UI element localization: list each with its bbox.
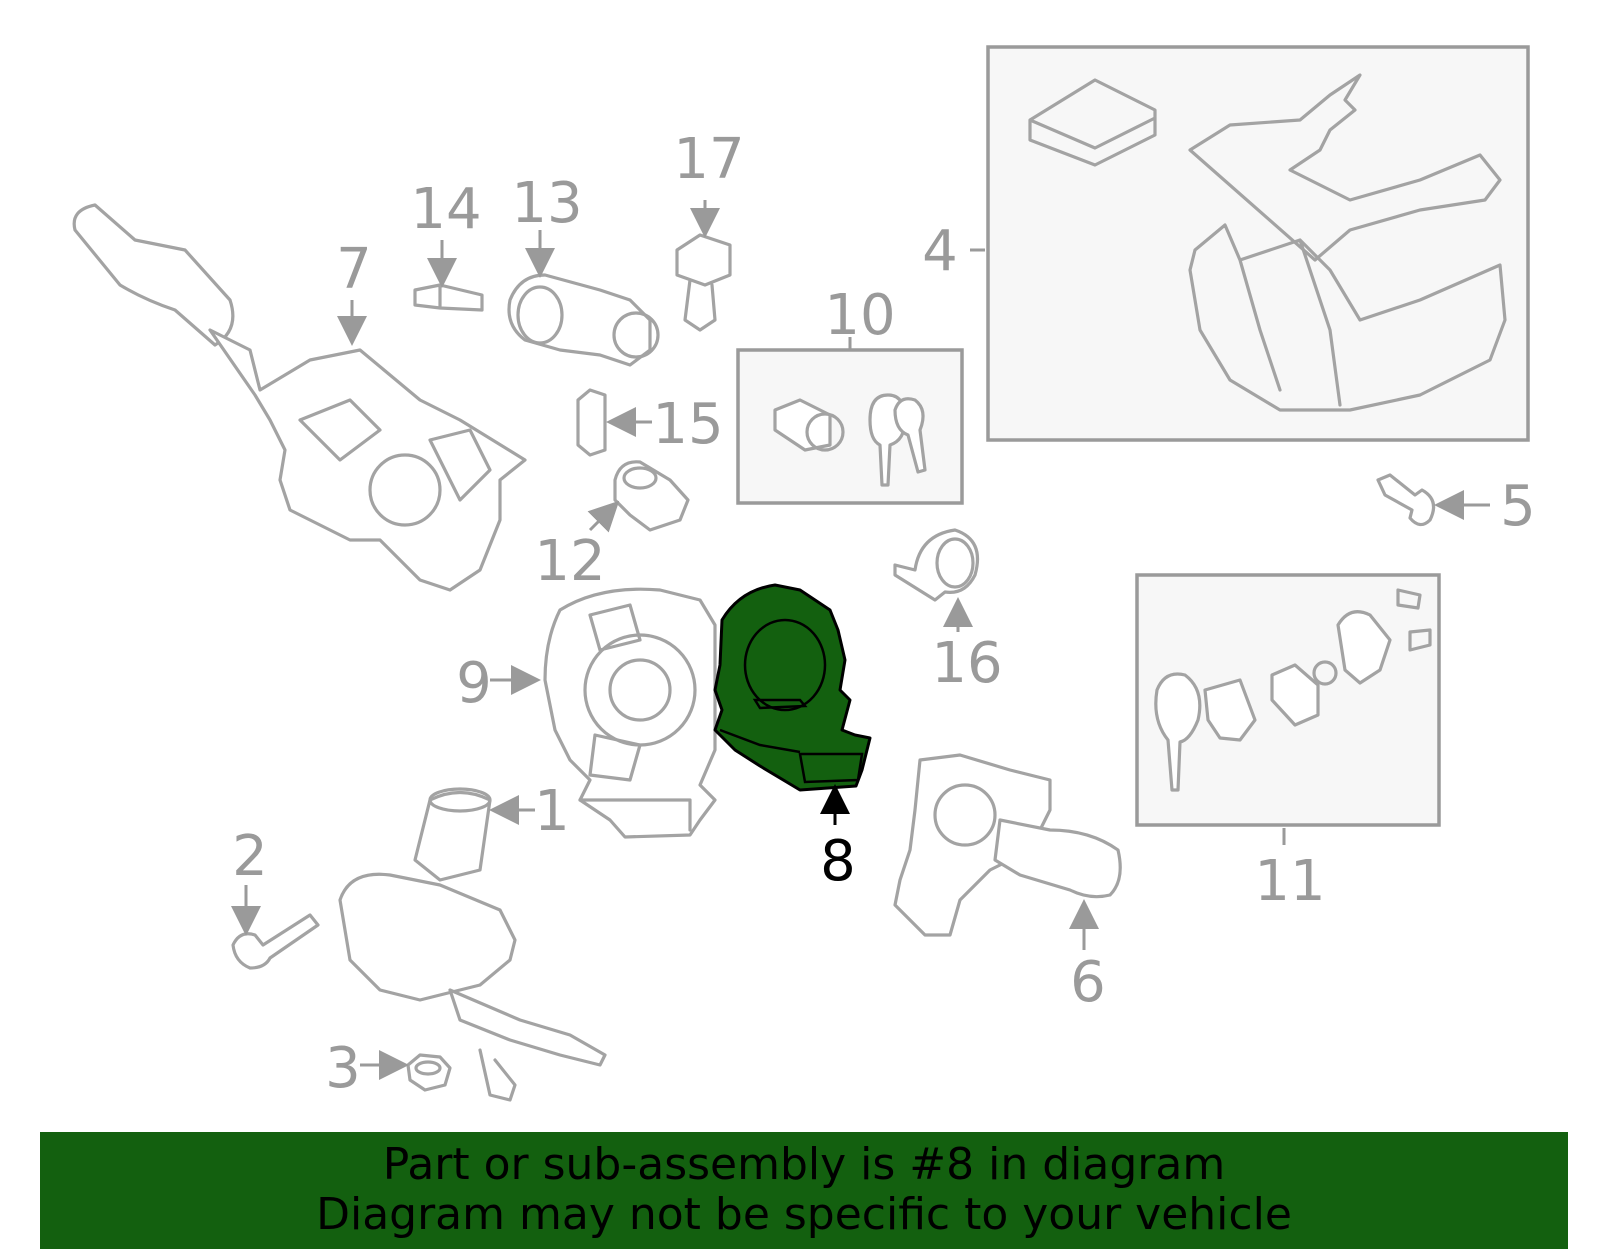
- part-11-group: 11: [1135, 573, 1441, 914]
- callout-12: 12: [534, 529, 605, 594]
- part-5-group: 5: [1376, 473, 1536, 539]
- callout-2: 2: [232, 824, 268, 889]
- part-12-sensor: [613, 460, 690, 532]
- callout-3: 3: [325, 1036, 361, 1101]
- part-10-key-2: [893, 397, 927, 474]
- part-5-screw: [1376, 473, 1436, 527]
- info-banner: Part or sub-assembly is #8 in diagram Di…: [40, 1132, 1568, 1249]
- part-4-pad: [1028, 78, 1157, 167]
- callout-9: 9: [456, 651, 492, 716]
- part-7-group: 7: [72, 203, 527, 592]
- callout-17: 17: [673, 127, 744, 192]
- callout-10: 10: [824, 283, 895, 348]
- part-8-group: 8: [713, 583, 872, 894]
- part-1-group: 1: [338, 779, 607, 1102]
- part-1-housing: [338, 872, 517, 1002]
- part-10-box: [736, 348, 964, 505]
- callout-8: 8: [820, 829, 856, 894]
- part-11-battery: [1312, 660, 1338, 686]
- part-2-group: 2: [231, 824, 320, 970]
- part-7-body: [208, 328, 527, 592]
- part-15-clip: [576, 388, 607, 457]
- part-7-ring: [368, 453, 442, 527]
- part-15-group: 15: [576, 388, 724, 457]
- part-10-group: 10: [736, 283, 964, 505]
- part-11-fob-case: [1203, 678, 1257, 742]
- part-3-group: 3: [325, 1036, 452, 1101]
- part-17-group: 17: [673, 127, 745, 332]
- part-4-group: 4: [922, 45, 1530, 442]
- part-7-stalk-tip: [72, 203, 235, 347]
- part-14-bolt: [413, 283, 484, 312]
- part-9-body: [543, 587, 717, 839]
- part-4-lower-cover: [1188, 223, 1507, 412]
- part-1-shaft: [448, 988, 607, 1067]
- callout-14: 14: [410, 177, 481, 242]
- part-13-group: 13: [507, 171, 660, 367]
- callout-1: 1: [534, 779, 570, 844]
- part-6-group: 6: [893, 753, 1122, 1015]
- callout-15: 15: [652, 392, 723, 457]
- callout-16: 16: [931, 631, 1002, 696]
- part-8-body: [713, 583, 872, 792]
- part-11-cover: [1336, 610, 1392, 685]
- part-17-sensor: [675, 233, 732, 287]
- callout-4: 4: [922, 219, 958, 284]
- callout-6: 6: [1070, 950, 1106, 1015]
- part-1-motor: [413, 790, 492, 882]
- callout-13: 13: [511, 171, 582, 236]
- part-16-group: 16: [893, 528, 1003, 696]
- callout-11: 11: [1254, 849, 1325, 914]
- part-6-stalk: [993, 818, 1122, 899]
- banner-line-1: Part or sub-assembly is #8 in diagram: [382, 1139, 1226, 1190]
- parts-diagram: 4 7 14 13 17 10: [72, 45, 1536, 1102]
- part-11-key: [1154, 672, 1202, 792]
- part-11-transmitter: [1270, 663, 1320, 727]
- part-12-group: 12: [534, 460, 690, 594]
- callout-7: 7: [336, 237, 372, 302]
- part-14-group: 14: [410, 177, 484, 312]
- callout-5: 5: [1500, 474, 1536, 539]
- part-4-upper-cover: [1188, 73, 1502, 262]
- part-9-group: 9: [456, 587, 717, 839]
- banner-line-2: Diagram may not be specific to your vehi…: [316, 1189, 1292, 1240]
- part-10-lock-cylinder: [773, 398, 832, 452]
- part-4-box: [986, 45, 1530, 442]
